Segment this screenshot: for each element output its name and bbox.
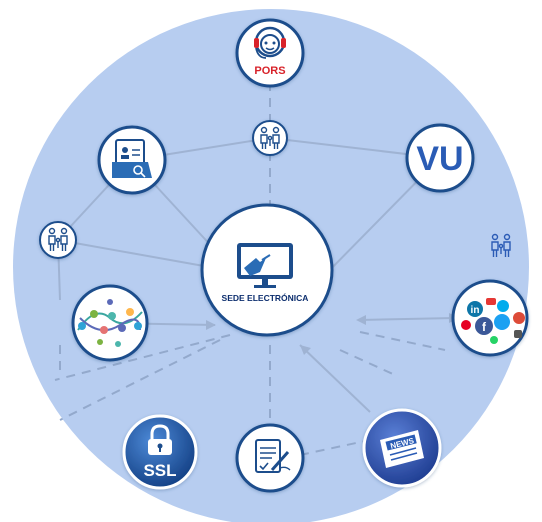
social-media-cluster-icon: in f <box>461 298 525 344</box>
facebook-icon: f <box>482 320 487 334</box>
signed-document-icon <box>255 439 291 473</box>
citizens-left-node[interactable] <box>39 221 77 259</box>
pors-label: PORS <box>254 65 285 77</box>
signed-document-node[interactable] <box>235 423 305 493</box>
family-icon <box>491 233 511 257</box>
headset-agent-icon <box>254 26 286 59</box>
vu-node[interactable]: VU <box>405 123 475 193</box>
ssl-node[interactable]: SSL <box>122 414 198 490</box>
network-node[interactable] <box>71 284 149 362</box>
folder-search-icon <box>112 139 152 178</box>
social-media-node[interactable]: in f <box>451 279 529 357</box>
linkedin-icon: in <box>471 305 480 316</box>
ssl-lock-icon <box>148 424 172 455</box>
ssl-label: SSL <box>143 461 176 480</box>
citizens-top-node[interactable] <box>252 120 288 156</box>
family-icon <box>260 126 280 149</box>
family-icon <box>48 227 68 251</box>
newspaper-icon <box>380 430 424 468</box>
computer-touch-icon <box>237 243 293 288</box>
center-label: SEDE ELECTRÓNICA <box>222 292 309 303</box>
news-node[interactable]: NEWS <box>362 408 442 488</box>
records-node[interactable] <box>97 125 167 195</box>
vu-logo-icon: VU <box>416 140 463 178</box>
network-map-icon <box>77 299 143 347</box>
pors-node[interactable]: PORS <box>235 18 305 88</box>
sede-electronica-node[interactable]: SEDE ELECTRÓNICA <box>200 203 334 337</box>
